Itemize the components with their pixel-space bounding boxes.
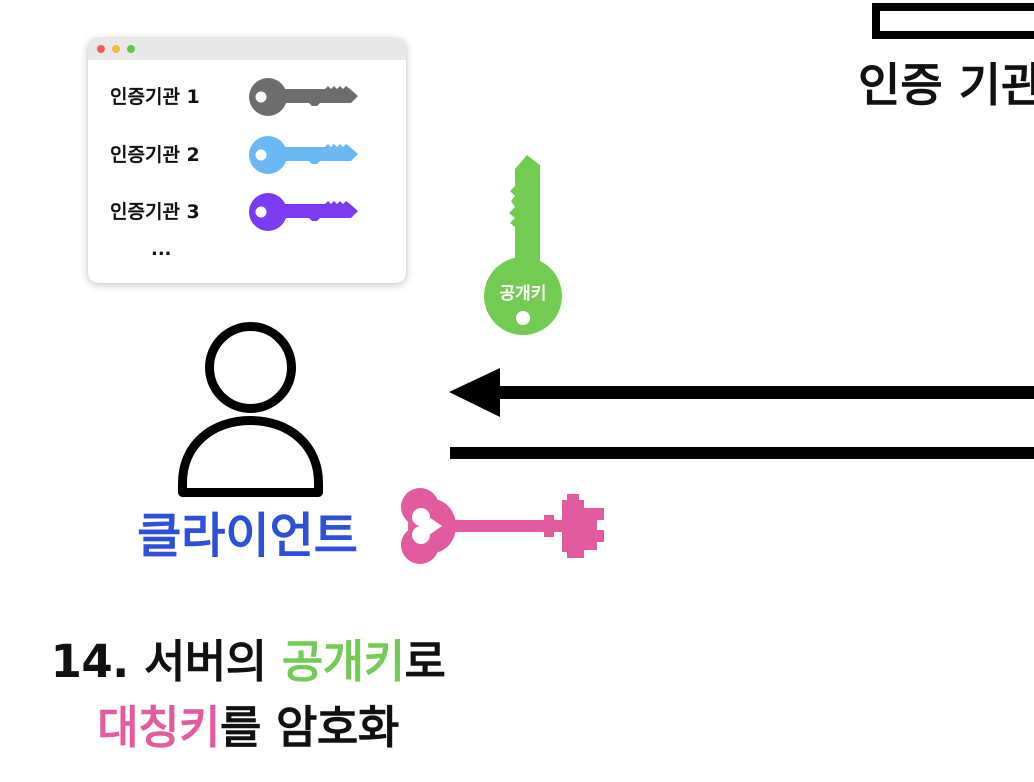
ca-name-label: 인증기관 2 bbox=[110, 144, 200, 166]
caption-line-1: 14. 서버의 공개키로 bbox=[0, 629, 496, 695]
window-minimize-dot bbox=[112, 45, 120, 53]
caption-segment: 를 암호화 bbox=[219, 701, 399, 754]
caption-symmetric-key-highlight: 대칭키 bbox=[97, 701, 220, 754]
certificate-authority-box bbox=[872, 3, 1034, 39]
arrowhead-left bbox=[449, 368, 500, 417]
ca-list-window: 인증기관 1 인증기관 2 인증기관 3 ... bbox=[88, 38, 406, 283]
more-items-ellipsis: ... bbox=[151, 239, 172, 260]
incoming-arrow-shaft bbox=[498, 386, 1034, 399]
ca-name-label: 인증기관 3 bbox=[110, 201, 200, 223]
ca-list-item-2: 인증기관 2 bbox=[88, 135, 406, 175]
step-caption: 14. 서버의 공개키로 대칭키를 암호화 bbox=[0, 629, 496, 761]
caption-public-key-highlight: 공개키 bbox=[281, 635, 405, 688]
ca-list-item-1: 인증기관 1 bbox=[88, 77, 406, 117]
caption-line-2: 대칭키를 암호화 bbox=[0, 695, 496, 761]
person-head bbox=[205, 322, 296, 413]
symmetric-key-icon bbox=[401, 488, 604, 564]
caption-segment: 14. 서버의 bbox=[50, 635, 282, 688]
person-icon bbox=[178, 322, 323, 497]
public-key-icon: 공개키 bbox=[484, 155, 562, 335]
window-close-dot bbox=[97, 45, 105, 53]
person-body bbox=[178, 416, 323, 497]
incoming-arrow bbox=[449, 368, 1034, 417]
key-icon bbox=[249, 78, 358, 116]
caption-segment: 로 bbox=[404, 635, 446, 688]
certificate-authority-label: 인증 기관 bbox=[858, 58, 1034, 112]
outgoing-arrow-shaft bbox=[450, 447, 1034, 459]
key-icon bbox=[249, 136, 358, 174]
ca-list-item-3: 인증기관 3 bbox=[88, 192, 406, 232]
window-maximize-dot bbox=[127, 45, 135, 53]
ca-name-label: 인증기관 1 bbox=[110, 86, 200, 108]
exchange-arrows bbox=[449, 368, 1034, 459]
window-titlebar bbox=[88, 38, 406, 60]
key-icon bbox=[249, 193, 358, 231]
client-label: 클라이언트 bbox=[137, 508, 358, 564]
public-key-label: 공개키 bbox=[500, 284, 547, 304]
